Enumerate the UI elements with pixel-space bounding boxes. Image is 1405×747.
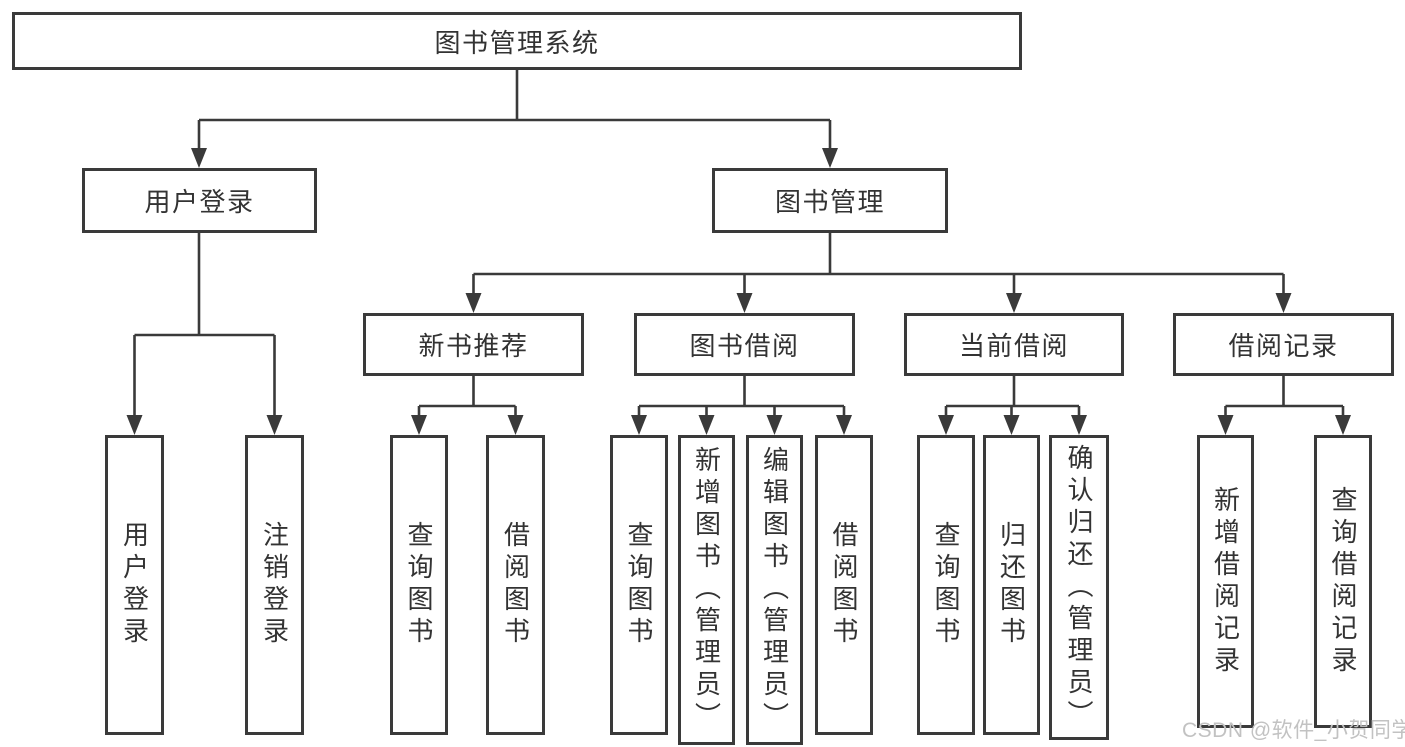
node-query-books-borrowing: 查询图书 xyxy=(610,435,668,735)
node-label: 查询借阅记录 xyxy=(1328,485,1358,678)
node-label: 借阅图书 xyxy=(829,521,859,649)
node-logout-action: 注销登录 xyxy=(245,435,304,735)
node-book-borrowing: 图书借阅 xyxy=(634,313,855,376)
node-add-book-admin: 新增图书（管理员） xyxy=(678,435,735,745)
node-label: 确认归还（管理员） xyxy=(1064,443,1094,732)
node-borrow-books-recommend: 借阅图书 xyxy=(486,435,545,735)
node-query-books-current: 查询图书 xyxy=(917,435,975,735)
node-label: 查询图书 xyxy=(404,521,434,649)
node-borrowing-records: 借阅记录 xyxy=(1173,313,1394,376)
node-query-books-recommend: 查询图书 xyxy=(390,435,448,735)
csdn-watermark: CSDN @软件_小贺同学 xyxy=(1182,719,1405,742)
node-current-borrowing: 当前借阅 xyxy=(904,313,1124,376)
node-label: 查询图书 xyxy=(931,521,961,649)
node-library-management-system: 图书管理系统 xyxy=(12,12,1022,70)
node-label: 查询图书 xyxy=(624,521,654,649)
node-label: 新增图书（管理员） xyxy=(691,446,722,734)
node-label: 归还图书 xyxy=(996,521,1027,649)
node-label: 用户登录 xyxy=(119,521,150,649)
node-user-login-action: 用户登录 xyxy=(105,435,164,735)
node-query-borrow-record: 查询借阅记录 xyxy=(1314,435,1372,728)
node-book-management-module: 图书管理 xyxy=(712,168,948,233)
node-label: 新增借阅记录 xyxy=(1210,485,1241,678)
node-add-borrow-record: 新增借阅记录 xyxy=(1197,435,1254,728)
node-label: 借阅图书 xyxy=(500,521,531,649)
node-confirm-return-admin: 确认归还（管理员） xyxy=(1049,435,1109,740)
node-label: 编辑图书（管理员） xyxy=(759,446,790,734)
node-label: 注销登录 xyxy=(259,521,290,649)
node-edit-book-admin: 编辑图书（管理员） xyxy=(746,435,803,745)
node-new-book-recommendation: 新书推荐 xyxy=(363,313,584,376)
node-borrow-books-borrowing: 借阅图书 xyxy=(815,435,873,735)
node-return-books: 归还图书 xyxy=(983,435,1040,735)
node-user-login-module: 用户登录 xyxy=(82,168,317,233)
